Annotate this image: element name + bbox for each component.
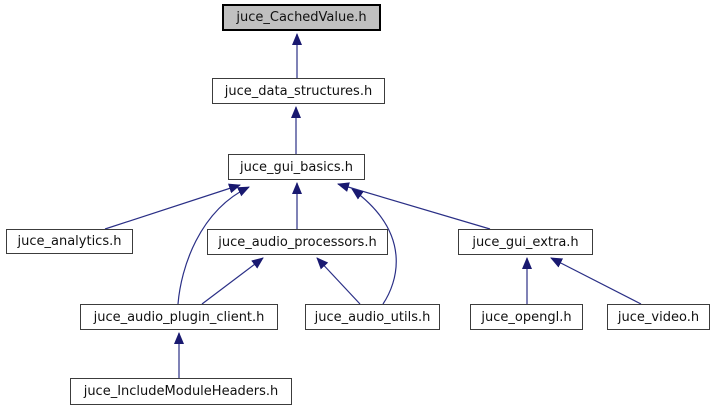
node-juce-data-structures-h[interactable]: juce_data_structures.h bbox=[212, 78, 385, 104]
node-juce-gui-extra-h[interactable]: juce_gui_extra.h bbox=[458, 229, 593, 255]
node-juce-cachedvalue-h: juce_CachedValue.h bbox=[222, 4, 381, 31]
node-juce-gui-basics-h[interactable]: juce_gui_basics.h bbox=[228, 154, 365, 180]
node-juce-audio-processors-h[interactable]: juce_audio_processors.h bbox=[207, 229, 388, 255]
edge-gui-extra-to-gui-basics bbox=[337, 182, 491, 230]
edge-video-to-gui-extra bbox=[550, 257, 642, 305]
edge-audio-utils-to-gui-basics bbox=[351, 188, 397, 305]
node-juce-audio-plugin-client-h[interactable]: juce_audio_plugin_client.h bbox=[80, 304, 278, 330]
edge-audio-plugin-client-to-audio-processors bbox=[201, 257, 264, 305]
edge-analytics-to-gui-basics bbox=[104, 183, 241, 230]
edge-audio-plugin-client-to-gui-basics bbox=[177, 186, 250, 305]
node-juce-video-h[interactable]: juce_video.h bbox=[607, 304, 710, 330]
edge-audio-utils-to-audio-processors bbox=[316, 257, 361, 305]
node-juce-analytics-h[interactable]: juce_analytics.h bbox=[6, 229, 133, 254]
node-juce-opengl-h[interactable]: juce_opengl.h bbox=[470, 304, 583, 330]
node-juce-audio-utils-h[interactable]: juce_audio_utils.h bbox=[305, 304, 440, 330]
node-juce-includemoduleheaders-h[interactable]: juce_IncludeModuleHeaders.h bbox=[70, 378, 292, 405]
